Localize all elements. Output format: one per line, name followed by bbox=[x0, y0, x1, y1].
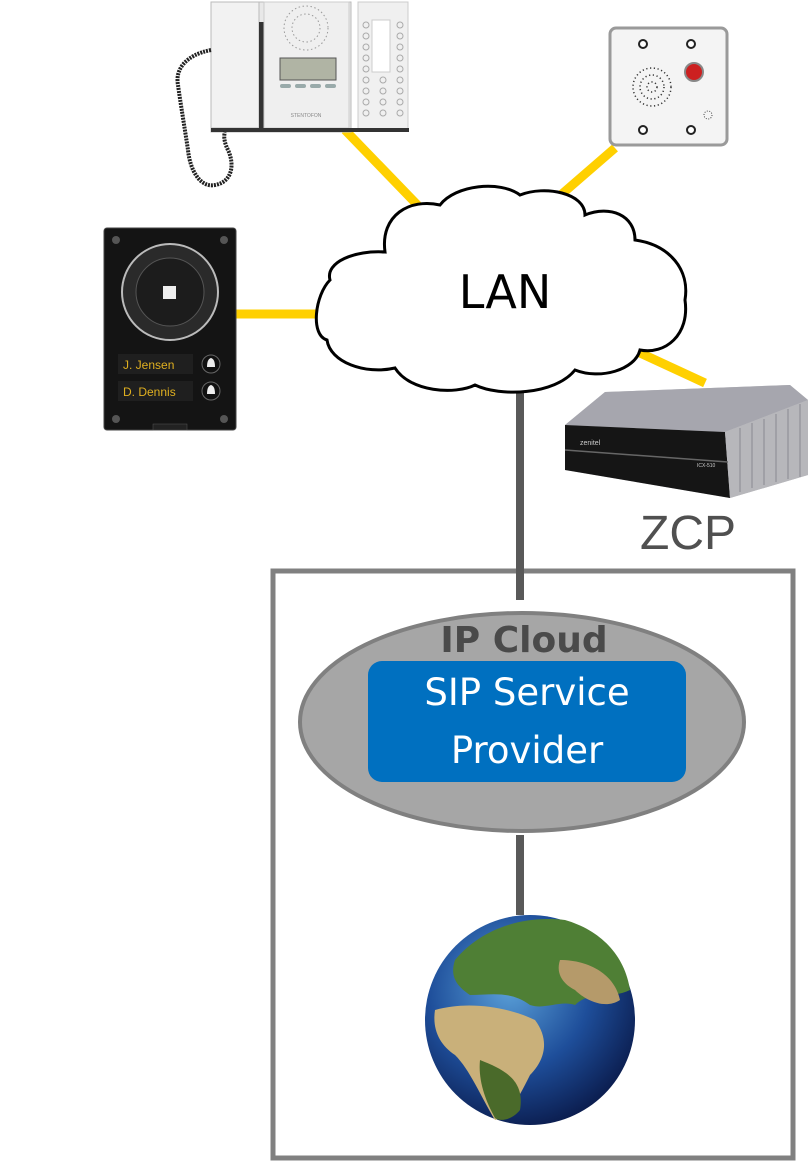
desk-station-brand: STENTOFON bbox=[291, 113, 322, 119]
zcp-label: ZCP bbox=[640, 507, 736, 560]
sip-service-provider-box: SIP Service Provider bbox=[368, 661, 686, 782]
door-station-name-1: J. Jensen bbox=[123, 358, 174, 372]
sip-provider-line-1: SIP Service bbox=[424, 670, 630, 714]
link-zcp-server bbox=[636, 347, 707, 388]
sip-provider-line-2: Provider bbox=[450, 728, 604, 772]
door-station-name-2: D. Dennis bbox=[123, 385, 176, 399]
lan-label: LAN bbox=[459, 265, 552, 319]
door-intercom-station-icon: J. Jensen D. Dennis bbox=[103, 227, 237, 431]
globe-earth-icon bbox=[425, 915, 635, 1125]
wall-intercom-panel-icon bbox=[608, 26, 729, 147]
ip-cloud-label: IP Cloud bbox=[440, 620, 607, 661]
zcp-brand: zenitel bbox=[580, 440, 601, 447]
desk-intercom-station-icon: STENTOFON bbox=[175, 1, 409, 188]
lan-cloud-shape bbox=[314, 184, 688, 394]
bell-icon bbox=[201, 381, 221, 401]
zcp-server-icon: zenitel ICX-510 bbox=[564, 385, 808, 498]
bell-icon bbox=[201, 354, 221, 374]
ip-cloud-frame bbox=[270, 568, 796, 1161]
zcp-model: ICX-510 bbox=[697, 463, 716, 469]
lan-cloud: LAN bbox=[314, 184, 688, 394]
link-wall-panel bbox=[552, 144, 618, 204]
